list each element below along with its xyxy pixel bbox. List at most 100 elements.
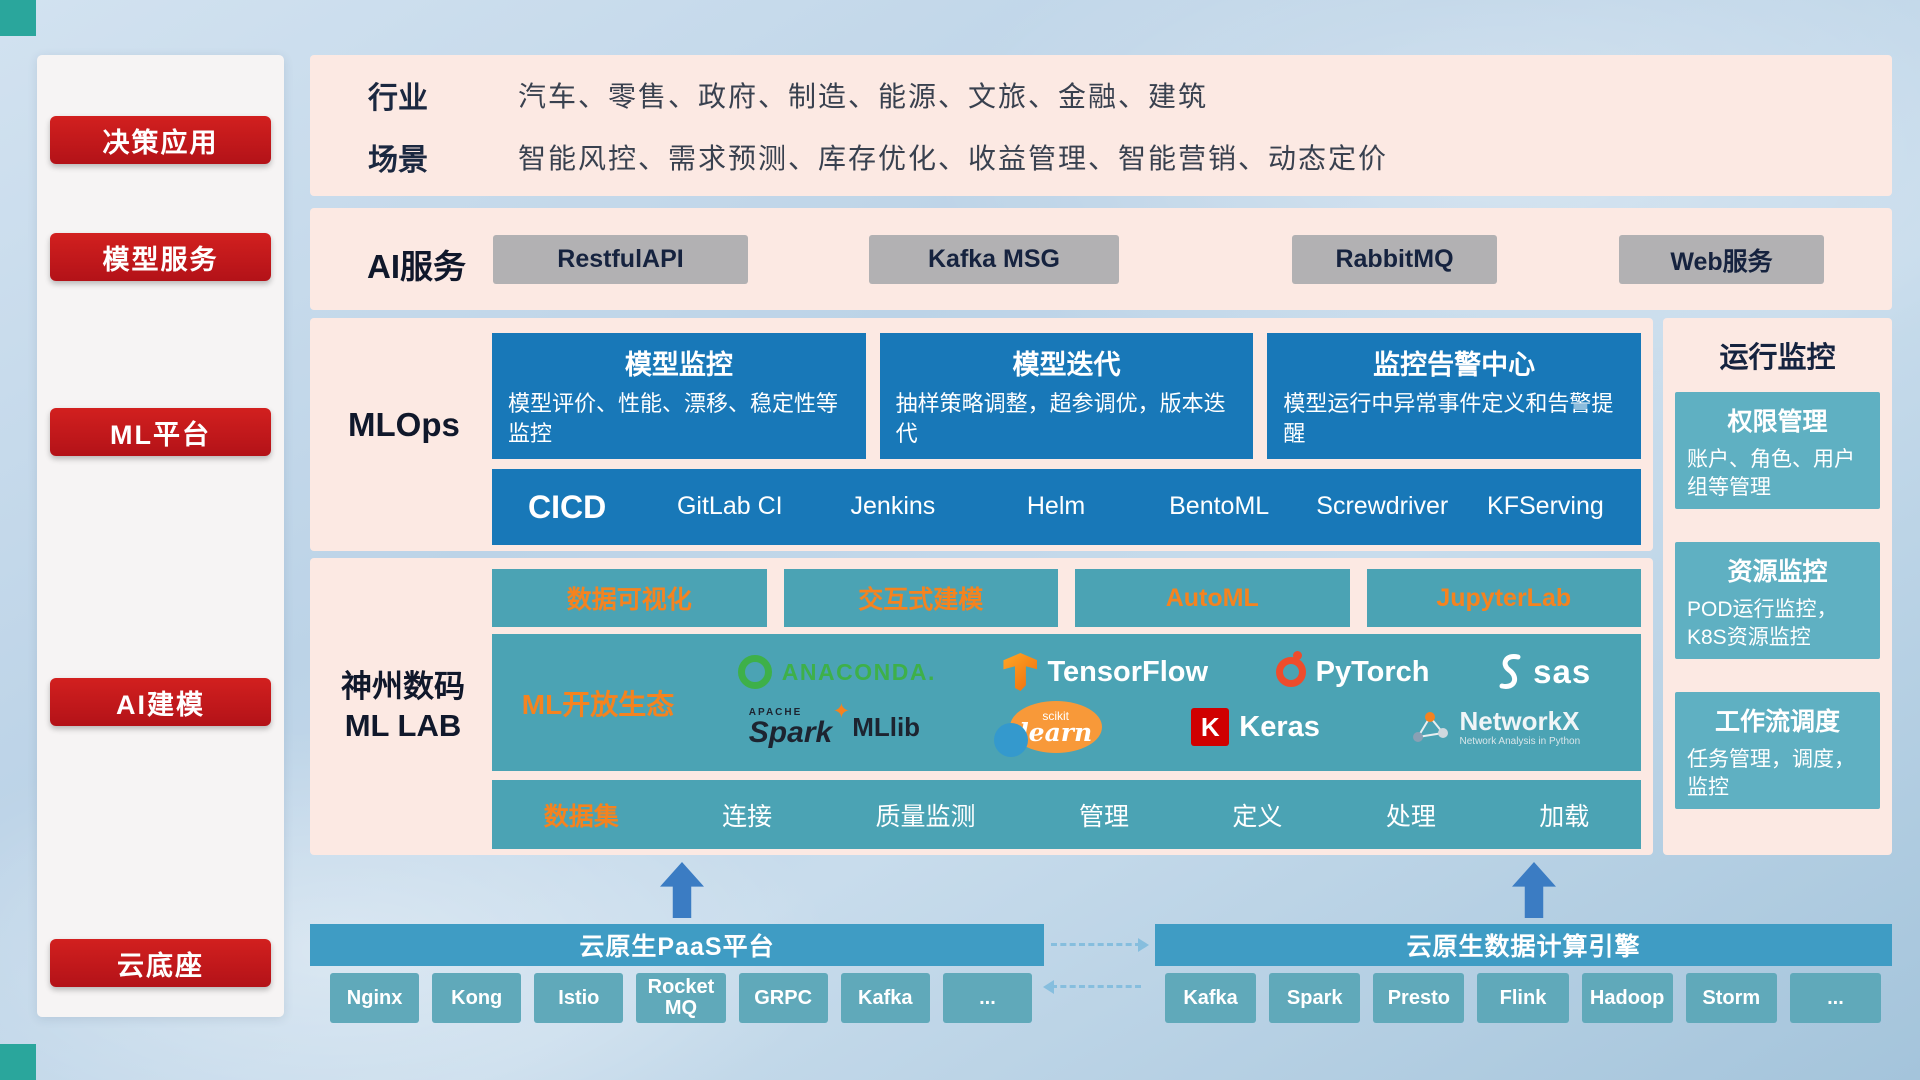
card-resource-monitoring: 资源监控 POD运行监控，K8S资源监控	[1675, 542, 1880, 659]
chip-web-service: Web服务	[1619, 235, 1824, 284]
up-arrow-paas-icon	[660, 862, 704, 918]
networkx-tagline: Network Analysis in Python	[1459, 735, 1581, 747]
ecosystem-row-1: ANACONDA. TensorFlow PyTorch sa	[704, 651, 1625, 692]
sidebar-item-cloud-base: 云底座	[50, 939, 271, 987]
chip-jupyterlab: JupyterLab	[1366, 569, 1641, 627]
up-arrow-engine-icon	[1512, 862, 1556, 918]
card-title: 权限管理	[1727, 408, 1828, 436]
ml-lab-label-line2: ML LAB	[344, 707, 462, 743]
corner-decoration-top	[0, 0, 36, 36]
mlops-panel: MLOps 模型监控 模型评价、性能、漂移、稳定性等监控 模型迭代 抽样策略调整…	[310, 318, 1653, 551]
anaconda-icon	[737, 655, 772, 689]
keras-icon: K	[1191, 708, 1230, 746]
card-desc: 模型评价、性能、漂移、稳定性等监控	[508, 391, 839, 446]
pytorch-logo: PyTorch	[1275, 651, 1430, 689]
ml-ecosystem-label: ML开放生态	[521, 688, 675, 720]
card-desc: 抽样策略调整，超参调优，版本迭代	[895, 391, 1226, 446]
paas-components-row: Nginx Kong Istio RocketMQ GRPC Kafka ...	[330, 973, 1032, 1023]
spark-apache-text: APACHE	[748, 706, 803, 718]
card-title: 模型迭代	[1012, 350, 1121, 380]
scikit-text: scikit	[1042, 709, 1069, 723]
data-engine-title: 云原生数据计算引擎	[1406, 933, 1641, 961]
scene-row: 场景 智能风控、需求预测、库存优化、收益管理、智能营销、动态定价	[368, 135, 1892, 179]
networkx-wordmark: NetworkX Network Analysis in Python	[1460, 707, 1581, 747]
chip-restful-api: RestfulAPI	[493, 235, 748, 284]
pipeline-process: 处理	[1385, 802, 1436, 831]
card-permission-management: 权限管理 账户、角色、用户组等管理	[1675, 392, 1880, 509]
card-title: 工作流调度	[1714, 708, 1840, 736]
cicd-item-bentoml: BentoML	[1169, 492, 1270, 521]
scene-label: 场景	[368, 143, 428, 177]
cicd-item-screwdriver: Screwdriver	[1316, 492, 1449, 521]
chip-kong: Kong	[432, 973, 522, 1023]
cicd-item-jenkins: Jenkins	[850, 492, 936, 521]
scikit-learn-blue-dot-icon	[993, 723, 1028, 757]
chip-nginx: Nginx	[330, 973, 420, 1023]
card-model-iteration: 模型迭代 抽样策略调整，超参调优，版本迭代	[879, 333, 1254, 459]
chip-istio: Istio	[534, 973, 624, 1023]
networkx-logo: NetworkX Network Analysis in Python	[1410, 707, 1581, 747]
tensorflow-wordmark: TensorFlow	[1047, 655, 1209, 688]
cicd-item-kfserving: KFServing	[1487, 492, 1604, 521]
sas-wordmark: sas	[1533, 653, 1592, 690]
cicd-title: CICD	[528, 488, 607, 525]
chip-spark: Spark	[1269, 973, 1361, 1023]
networkx-graph-icon	[1412, 712, 1448, 742]
anaconda-wordmark: ANACONDA.	[781, 658, 936, 685]
data-engine-bar: 云原生数据计算引擎	[1155, 924, 1892, 966]
chip-kafka-engine: Kafka	[1165, 973, 1257, 1023]
chip-more: ...	[942, 973, 1032, 1023]
chip-hadoop: Hadoop	[1581, 973, 1673, 1023]
ecosystem-row-2: APACHE Spark ✦ MLlib scikit learn	[704, 700, 1625, 757]
sidebar-item-decision-apps: 决策应用	[50, 116, 271, 164]
sidebar-item-ai-modeling: AI建模	[50, 678, 271, 726]
tensorflow-logo: TensorFlow	[1003, 653, 1208, 691]
engine-components-row: Kafka Spark Presto Flink Hadoop Storm ..…	[1165, 973, 1881, 1023]
chip-automl: AutoML	[1075, 569, 1350, 627]
paas-platform-bar: 云原生PaaS平台	[310, 924, 1044, 966]
tensorflow-icon	[1003, 653, 1038, 691]
runtime-monitoring-title: 运行监控	[1719, 342, 1836, 374]
networkx-text: NetworkX	[1459, 706, 1580, 737]
cicd-item-gitlab-ci: GitLab CI	[676, 492, 783, 521]
sas-logo: sas	[1497, 652, 1591, 692]
dataset-pipeline-row: 数据集 连接 质量监测 管理 定义 处理 加载	[492, 780, 1641, 849]
sidebar-item-ml-platform: ML平台	[50, 408, 271, 456]
card-desc: POD运行监控，K8S资源监控	[1687, 598, 1838, 650]
ai-service-panel: AI服务 RestfulAPI Kafka MSG RabbitMQ Web服务	[310, 208, 1892, 310]
card-desc: 任务管理，调度，监控	[1687, 748, 1855, 800]
ml-ecosystem-box: ML开放生态 ANACONDA. TensorFlow PyTorch	[492, 634, 1641, 771]
chip-flink: Flink	[1477, 973, 1569, 1023]
runtime-monitoring-panel: 运行监控 权限管理 账户、角色、用户组等管理 资源监控 POD运行监控，K8S资…	[1663, 318, 1892, 855]
paas-platform-title: 云原生PaaS平台	[579, 933, 775, 961]
card-title: 监控告警中心	[1373, 350, 1536, 380]
dashed-arrow-left-icon	[1043, 980, 1141, 994]
spark-text: Spark	[748, 715, 833, 749]
sidebar-item-model-service: 模型服务	[50, 233, 271, 281]
ml-lab-label: 神州数码 ML LAB	[328, 668, 478, 746]
cicd-bar: CICD GitLab CI Jenkins Helm BentoML Scre…	[492, 469, 1641, 545]
pipeline-connect: 连接	[722, 802, 773, 831]
layer-sidebar: 决策应用 模型服务 ML平台 AI建模 云底座	[37, 55, 284, 1017]
pytorch-wordmark: PyTorch	[1315, 655, 1430, 688]
pipeline-define: 定义	[1232, 802, 1283, 831]
sas-swoosh-icon	[1499, 653, 1521, 689]
card-model-monitoring: 模型监控 模型评价、性能、漂移、稳定性等监控	[492, 333, 866, 459]
cicd-item-helm: Helm	[1026, 492, 1086, 521]
card-workflow-scheduling: 工作流调度 任务管理，调度，监控	[1675, 692, 1880, 809]
ml-lab-panel: 神州数码 ML LAB 数据可视化 交互式建模 AutoML JupyterLa…	[310, 558, 1653, 855]
ml-lab-label-line1: 神州数码	[341, 669, 465, 704]
card-title: 资源监控	[1727, 558, 1828, 586]
card-alert-center: 监控告警中心 模型运行中异常事件定义和告警提醒	[1267, 333, 1642, 459]
mlops-cards: 模型监控 模型评价、性能、漂移、稳定性等监控 模型迭代 抽样策略调整，超参调优，…	[492, 333, 1642, 459]
industry-row: 行业 汽车、零售、政府、制造、能源、文旅、金融、建筑	[368, 73, 1892, 117]
keras-wordmark: Keras	[1239, 710, 1320, 743]
chip-data-visualization: 数据可视化	[492, 569, 767, 627]
pipeline-manage: 管理	[1078, 802, 1129, 831]
scene-list: 智能风控、需求预测、库存优化、收益管理、智能营销、动态定价	[518, 142, 1389, 174]
industry-label: 行业	[368, 81, 428, 115]
chip-rabbitmq: RabbitMQ	[1292, 235, 1497, 284]
keras-logo: K Keras	[1191, 708, 1320, 746]
anaconda-logo: ANACONDA.	[737, 655, 936, 689]
